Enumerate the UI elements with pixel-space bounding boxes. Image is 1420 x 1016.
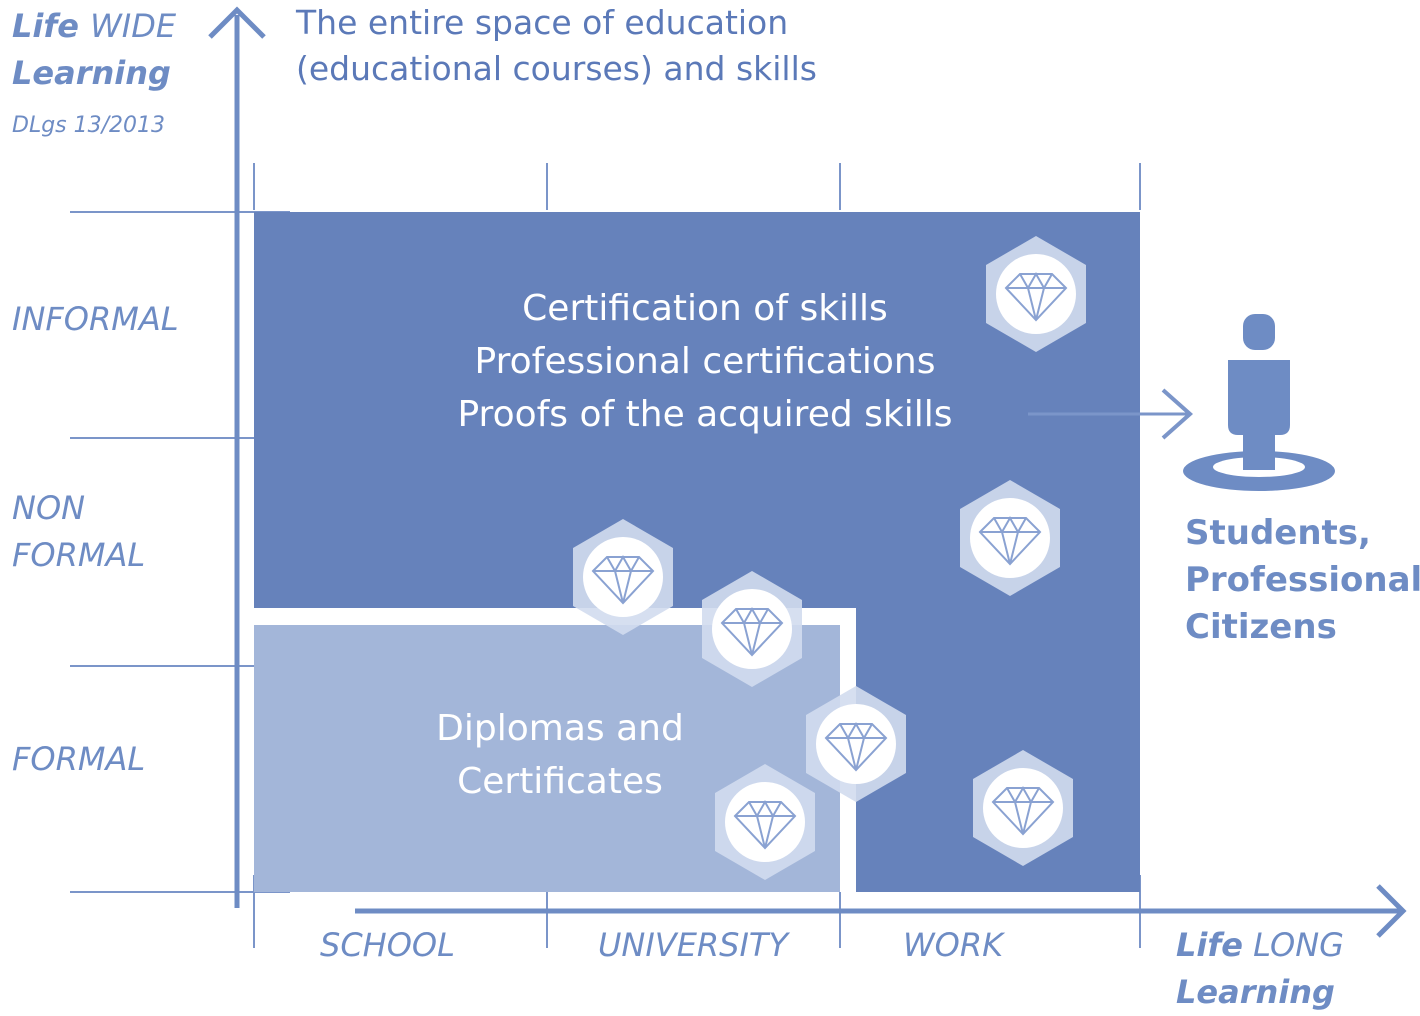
life-wide-word-learning: Learning [12,54,171,92]
life-wide-label: Life WIDE Learning [12,3,176,97]
row-label-non: NON [12,489,86,527]
diplomas-line-2: Certificates [457,761,663,802]
life-long-word-life: Life [1176,926,1243,964]
diplomas-region-border [254,609,856,892]
header-line-1: The entire space of education [296,3,789,42]
certification-line-2: Professional certifications [474,341,936,382]
life-wide-word-life: Life [12,7,79,45]
header-line-2: (educational courses) and skills [296,49,817,88]
column-label-university: UNIVERSITY [598,926,788,964]
certification-line-1: Certification of skills [522,288,888,329]
certification-region [254,212,1140,892]
arrow-right-icon-head [1161,388,1194,440]
row-label-formal: FORMAL [12,740,146,778]
row-label-formal-word: FORMAL [12,536,146,574]
header-title: The entire space of education (education… [296,0,817,92]
audience-line-1: Students, [1185,513,1371,553]
diplomas-region [254,616,848,892]
life-long-word-long: LONG [1253,926,1344,964]
certification-line-3: Proofs of the acquired skills [457,394,953,435]
audience-line-2: Professionals, [1185,560,1420,600]
audience-line-3: Citizens [1185,607,1337,647]
life-wide-axis-arrowhead [208,6,266,39]
row-label-informal: INFORMAL [12,300,179,338]
column-label-school: SCHOOL [320,926,455,964]
column-label-work: WORK [903,926,1004,964]
life-long-word-learning: Learning [1176,973,1335,1011]
diplomas-line-1: Diplomas and [436,708,684,749]
life-wide-word-wide: WIDE [90,7,177,45]
row-label-non-formal: NON FORMAL [12,485,145,579]
audience-label: Students, Professionals, Citizens [1185,510,1420,651]
person-icon [1183,314,1335,491]
decree-label: DLgs 13/2013 [12,113,166,138]
diplomas-text: Diplomas and Certificates [380,702,740,808]
life-long-label: Life LONG Learning [1176,922,1344,1016]
life-long-axis-arrowhead [1376,884,1407,938]
certification-text: Certification of skills Professional cer… [380,282,1030,441]
